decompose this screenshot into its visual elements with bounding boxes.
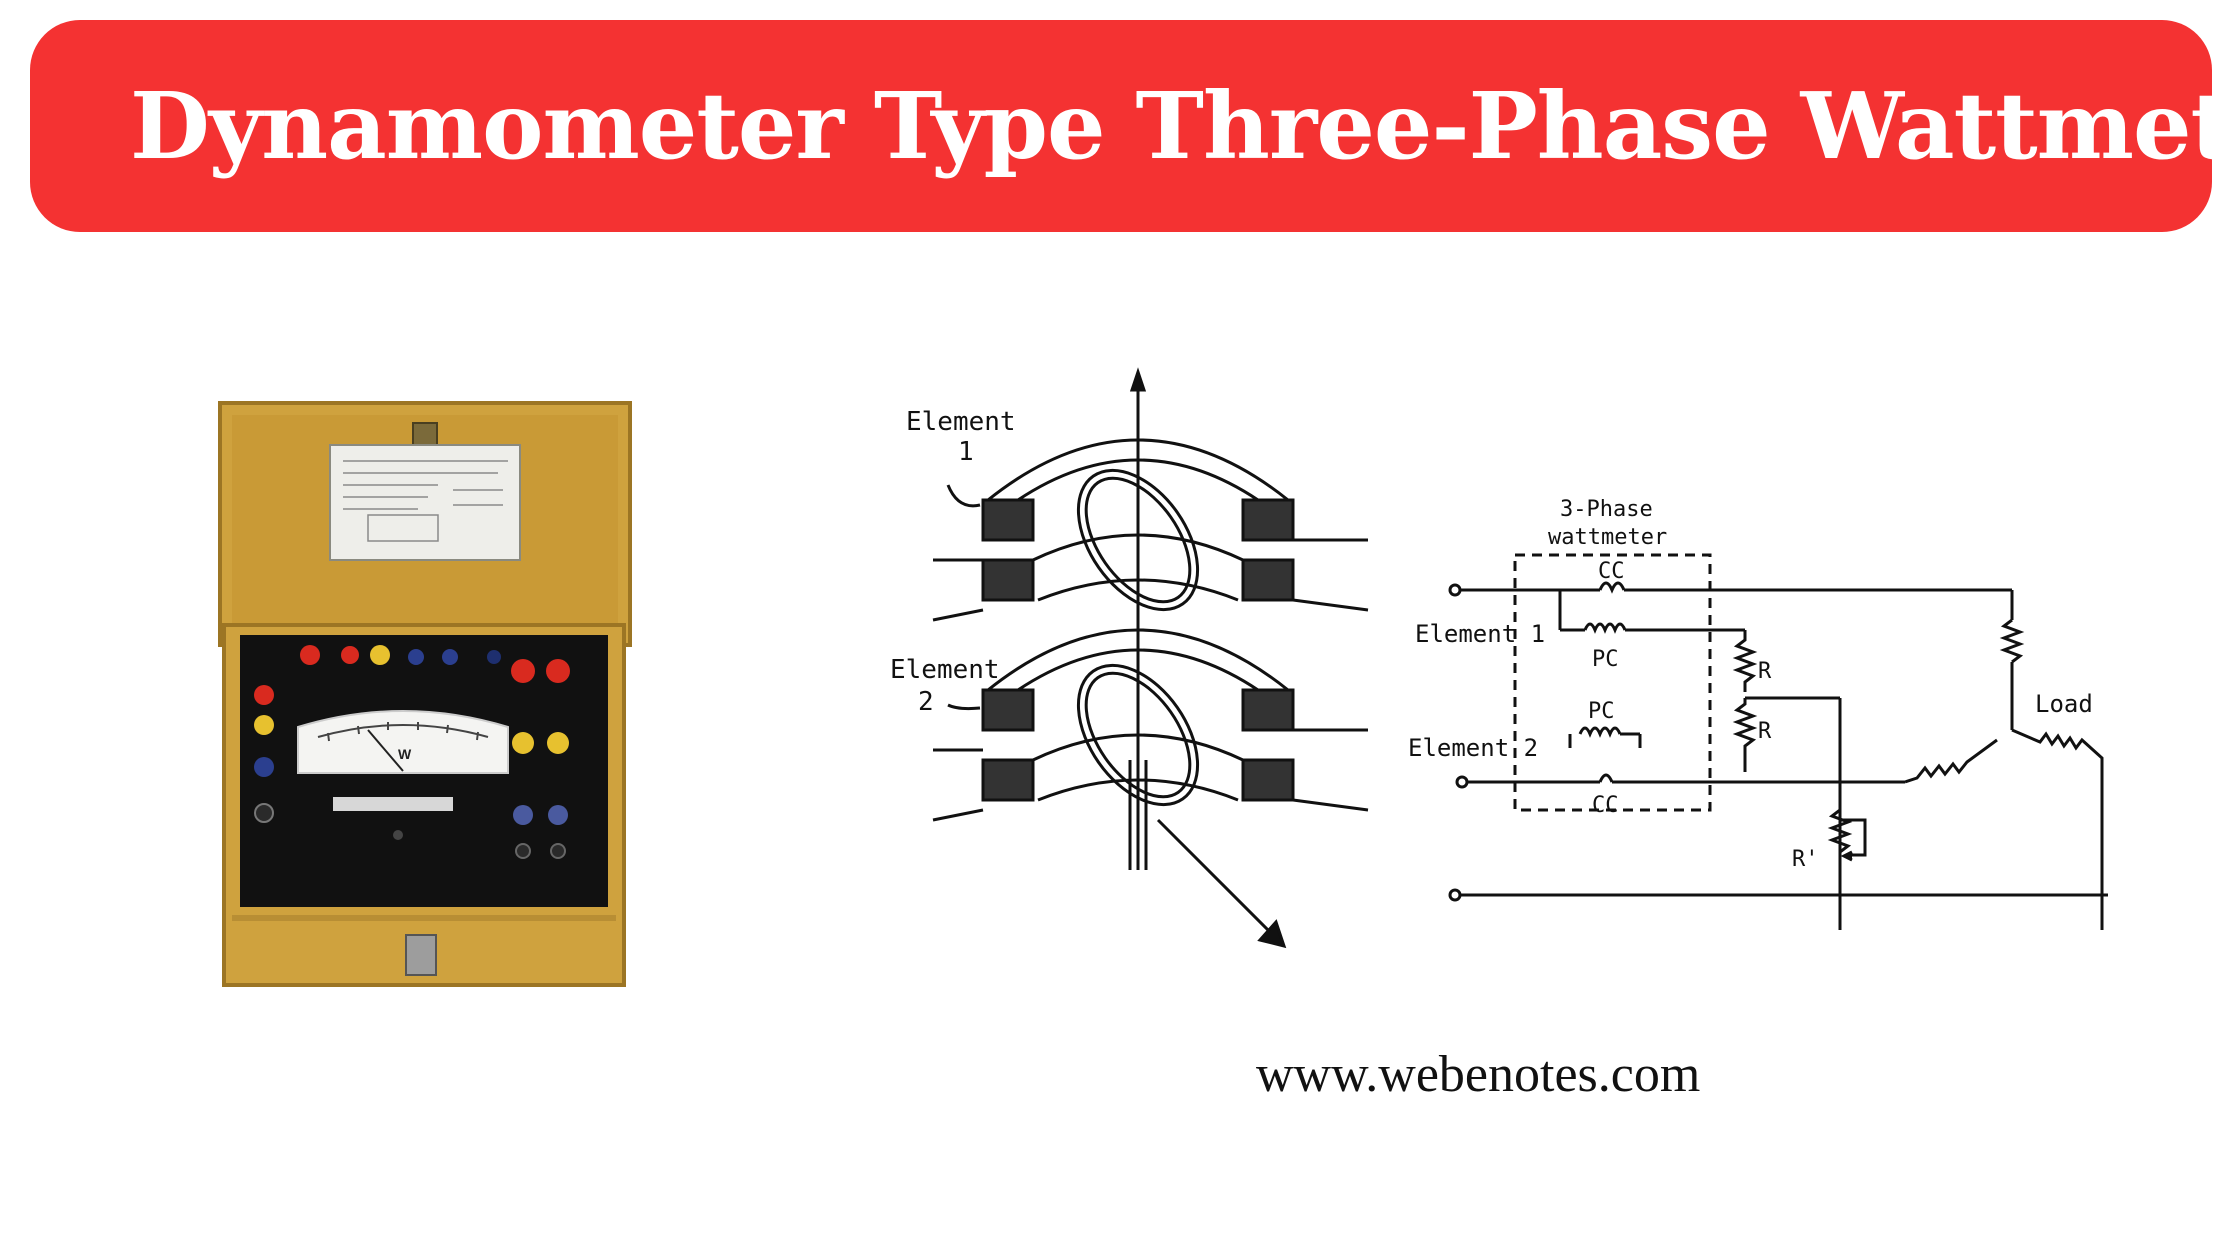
wattmeter-instrument-photo: W (218, 401, 632, 987)
load-resistor-1 (1999, 618, 2025, 664)
terminal-posts (254, 645, 570, 859)
load-resistor-2 (1904, 738, 1998, 784)
zero-adjust-knob (393, 830, 403, 840)
element-2-label: Element (890, 655, 1000, 685)
element-2-field-coil (987, 628, 1289, 692)
construction-diagram: Element 1 Element 2 (890, 367, 1369, 949)
meter-scale-label: W (398, 746, 412, 762)
element-2-pressure-coil (1578, 726, 1622, 738)
resistor-r1 (1732, 630, 1758, 692)
resistor-label-2: R (1758, 719, 1772, 744)
load-label: Load (2035, 690, 2093, 718)
zero-adjust-plate (333, 797, 453, 811)
element-2-current-coil (1598, 773, 1614, 783)
title-banner: Dynamometer Type Three-Phase Wattmeter (30, 20, 2240, 232)
element-1-pressure-coil (1583, 622, 1627, 634)
meter-dial (297, 710, 509, 774)
meter-needle (367, 729, 404, 772)
resistor-r2 (1732, 698, 1758, 758)
instruction-sheet (329, 444, 521, 561)
element-1-moving-coil (1076, 468, 1200, 612)
resistor-label-1: R (1758, 659, 1772, 684)
element-1-label: Element (906, 407, 1016, 437)
element-2-moving-coil (1076, 663, 1200, 807)
rheostat-label: R' (1792, 847, 1819, 872)
element-2-label: Element 2 (1408, 734, 1538, 762)
element-1-pc-label: PC (1592, 647, 1619, 672)
wattmeter-enclosure (1513, 553, 1712, 812)
element-2-cc-label: CC (1592, 793, 1619, 818)
element-1-cc-label: CC (1598, 559, 1625, 584)
case-latch (405, 934, 437, 976)
element-2-number: 2 (918, 687, 934, 717)
meter-title-line-1: 3-Phase (1560, 497, 1653, 522)
element-1-current-coil (1598, 581, 1626, 594)
connection-diagram: 3-Phase wattmeter CC Element 1 PC R R PC… (1408, 497, 2108, 930)
meter-title-line-2: wattmeter (1548, 525, 1667, 550)
pointer (1156, 818, 1280, 942)
element-2-pc-label: PC (1588, 699, 1615, 724)
load-resistor-3 (2011, 728, 2104, 930)
element-1-label: Element 1 (1415, 620, 1545, 648)
element-1-number: 1 (958, 437, 974, 467)
website-url: www.webenotes.com (1256, 1046, 1701, 1103)
page-title: Dynamometer Type Three-Phase Wattmeter (130, 72, 2240, 180)
rheostat-r-prime (1827, 808, 1853, 854)
element-1-field-coil (987, 438, 1289, 502)
